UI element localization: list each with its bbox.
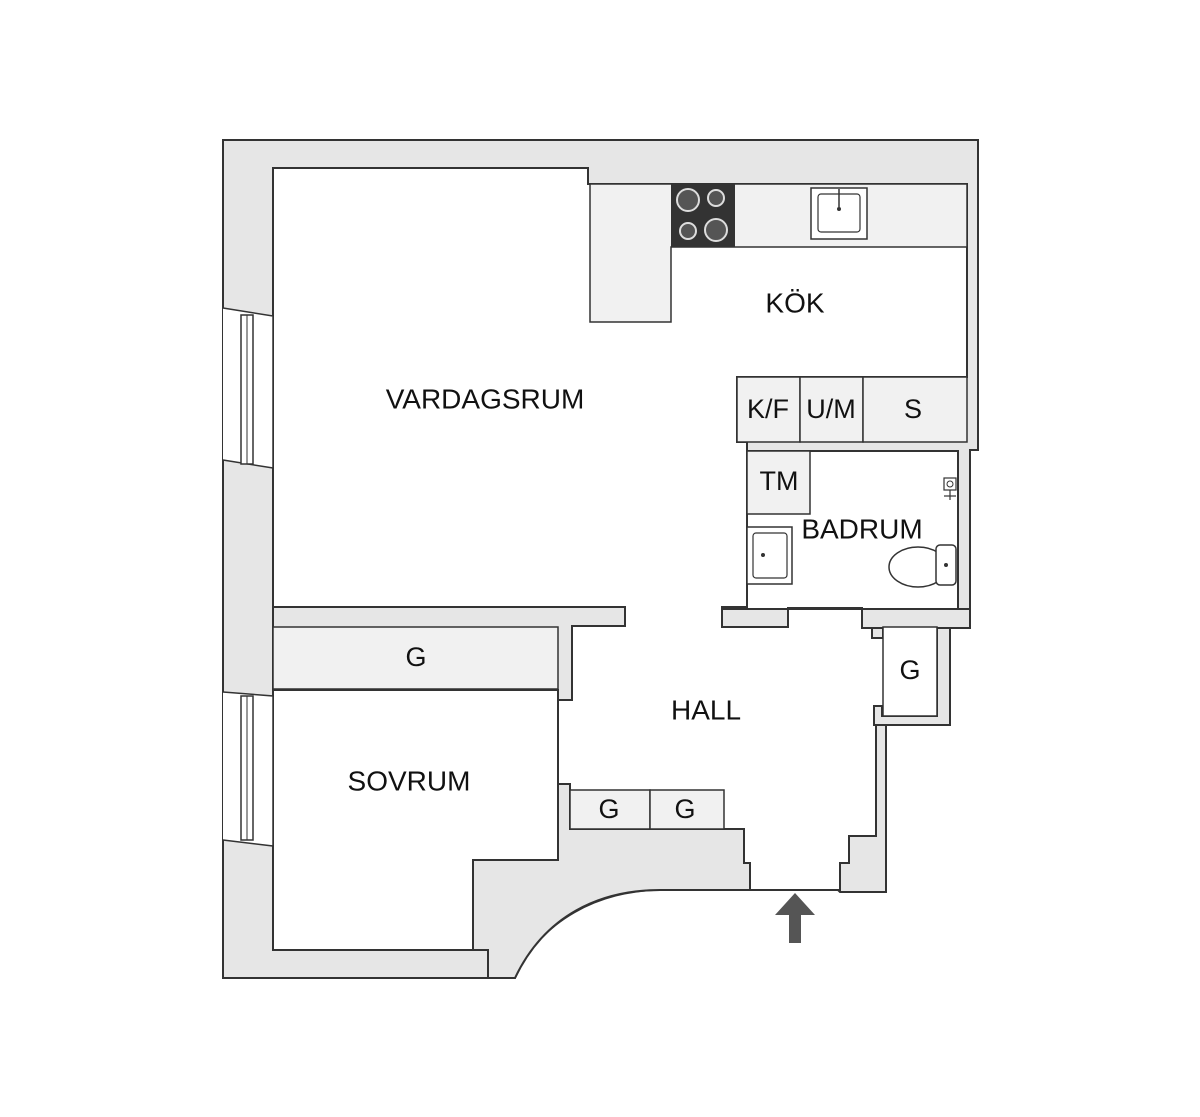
fixture-label-oven-microwave: U/M <box>806 394 856 424</box>
toilet-icon <box>888 544 957 588</box>
wardrobe-hall <box>882 626 938 717</box>
fixture-label-wardrobe-main: G <box>405 642 426 672</box>
bathroom-door-stub-right <box>861 608 971 629</box>
bathroom-door-stub-left <box>721 608 789 628</box>
room-label-bathroom: BADRUM <box>801 513 922 544</box>
fixture-label-fridge-freezer: K/F <box>747 394 789 424</box>
kitchen-sink-icon <box>810 187 868 240</box>
stove-icon <box>671 184 735 247</box>
shower-icon <box>943 477 957 500</box>
fixture-label-washing-machine: TM <box>760 466 799 496</box>
fixture-label-wardrobe-small-2: G <box>674 794 695 824</box>
fixture-label-wardrobe-small-1: G <box>598 794 619 824</box>
entrance-arrow-icon <box>775 893 815 943</box>
room-label-hall: HALL <box>671 694 741 725</box>
room-label-kitchen: KÖK <box>765 287 824 318</box>
window-icon <box>222 691 274 847</box>
washing-machine <box>746 450 811 515</box>
bathroom-sink-icon <box>746 526 793 585</box>
room-label-living: VARDAGSRUM <box>386 383 585 414</box>
fixture-label-wardrobe-hall: G <box>899 655 920 685</box>
wardrobe-living <box>272 626 559 690</box>
storage-cabinet <box>862 376 968 443</box>
wardrobe-small-1 <box>569 789 651 830</box>
room-label-bedroom: SOVRUM <box>348 765 471 796</box>
window-icon <box>222 307 274 469</box>
wardrobe-small-2 <box>649 789 725 830</box>
oven-microwave-cabinet <box>799 376 864 443</box>
fixture-label-cabinet: S <box>904 394 922 424</box>
